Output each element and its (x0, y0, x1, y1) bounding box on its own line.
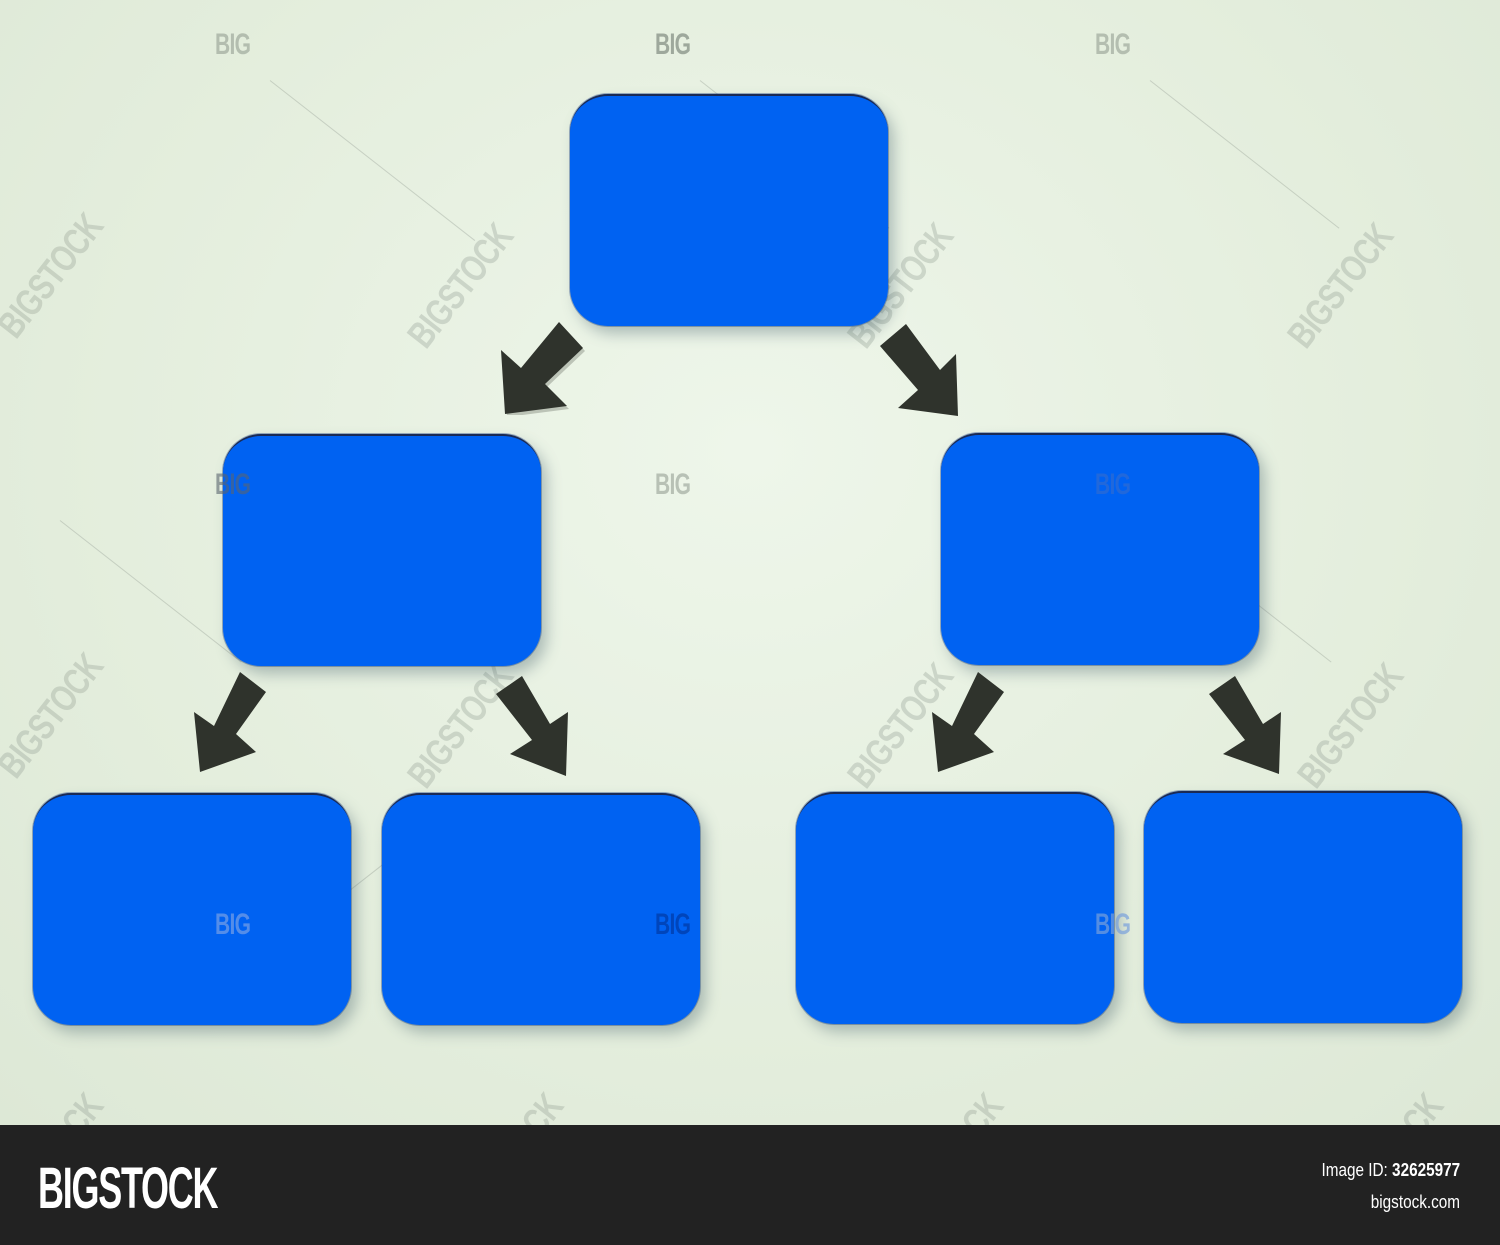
watermark-bigstock: BIGSTOCK (890, 1087, 1012, 1125)
watermark-big: BIG (215, 28, 251, 61)
watermark-bigstock: BIGSTOCK (0, 646, 112, 786)
node-root (570, 94, 888, 326)
arrow-down-right-icon (496, 676, 568, 776)
bigstock-logo: BIGSTOCK (38, 1156, 218, 1221)
watermark-bigstock: BIGSTOCK (0, 1087, 112, 1125)
footer-bar: BIGSTOCK Image ID: 32625977 bigstock.com (0, 1125, 1500, 1245)
watermark-bigstock: BIGSTOCK (1290, 656, 1412, 796)
diagram-canvas: BIG BIG BIG BIG BIGSTOCK BIGSTOCK BIGSTO… (0, 0, 1500, 1125)
node-left-right (382, 793, 700, 1025)
watermark-big: BIG (655, 28, 691, 61)
watermark-line (59, 520, 242, 663)
arrow-down-left-icon (501, 322, 585, 415)
watermark-line (1149, 80, 1340, 229)
watermark-bigstock: BIGSTOCK (0, 206, 112, 346)
node-right-left (796, 792, 1114, 1024)
node-right (941, 433, 1259, 665)
node-right-right (1144, 791, 1462, 1023)
arrow-down-right-icon (1209, 676, 1281, 774)
arrow-down-left-icon (194, 672, 266, 772)
watermark-bigstock: BIGSTOCK (1280, 216, 1402, 356)
arrow-down-left-icon (932, 672, 1004, 772)
node-left (223, 434, 541, 666)
node-left-left (33, 793, 351, 1025)
watermark-line (269, 80, 476, 241)
watermark-bigstock: BIGSTOCK (450, 1087, 572, 1125)
watermark-bigstock: BIGSTOCK (1330, 1087, 1452, 1125)
watermark-big: BIG (655, 468, 691, 501)
image-id: Image ID: 32625977 (1321, 1160, 1460, 1181)
image-id-label: Image ID: (1321, 1160, 1388, 1180)
arrow-down-right-icon (880, 324, 958, 416)
site-link[interactable]: bigstock.com (1370, 1192, 1460, 1212)
watermark-big: BIG (1095, 28, 1131, 61)
image-id-value: 32625977 (1391, 1160, 1460, 1180)
